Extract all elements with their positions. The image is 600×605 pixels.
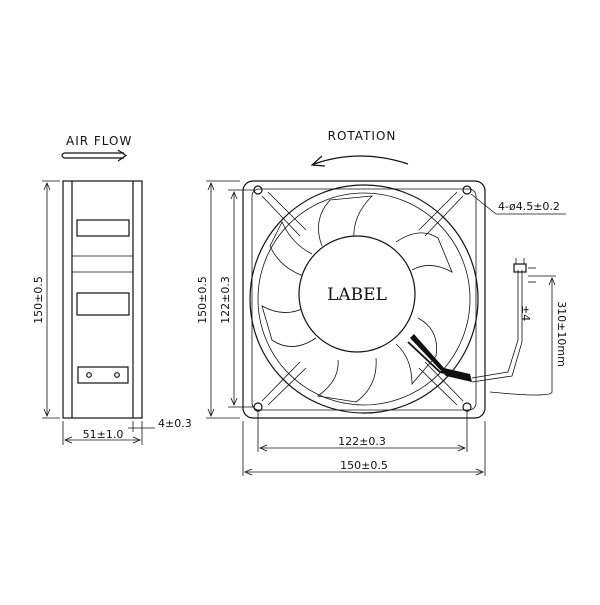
lead-small-dim: ±4 — [519, 305, 532, 321]
side-terminal-plate — [77, 366, 129, 384]
side-panel-1 — [76, 219, 130, 237]
mount-holes-dim: 4-ø4.5±0.2 — [498, 200, 560, 213]
fan-blade — [395, 317, 437, 386]
fan-frame-inner — [251, 188, 477, 411]
fan-blade — [269, 221, 313, 277]
fan-blade — [261, 305, 317, 347]
side-panel-2 — [76, 292, 130, 316]
side-height-dim: 150±0.5 — [32, 276, 45, 324]
terminal-screw-icon — [86, 372, 92, 378]
lead-wire-sleeve — [410, 334, 472, 382]
fan-hub — [298, 235, 416, 353]
rotation-arrow-icon — [310, 155, 326, 167]
hole-spacing-h-dim: 122±0.3 — [338, 435, 386, 448]
mounting-hole-icon — [462, 185, 472, 195]
fan-blade — [395, 232, 453, 273]
front-view: ROTATION LABEL — [196, 129, 568, 476]
fan-frame-outer — [242, 180, 486, 419]
hub-label: LABEL — [327, 285, 387, 305]
airflow-arrowhead-icon — [117, 149, 128, 162]
fan-blades — [261, 195, 453, 403]
fan-blade — [318, 195, 374, 247]
side-view: AIR FLOW 150±0.5 51±1.0 4±0.3 — [32, 134, 192, 445]
airflow-label: AIR FLOW — [66, 134, 132, 148]
hole-spacing-v-dim: 122±0.3 — [219, 276, 232, 324]
side-flange-dim: 4±0.3 — [158, 417, 192, 430]
side-depth-dim: 51±1.0 — [83, 428, 124, 441]
venturi-outer-ring — [249, 184, 479, 414]
front-height-dim: 150±0.5 — [196, 276, 209, 324]
fan-blade — [316, 357, 377, 403]
lead-length-dim: 310±10mm — [555, 301, 568, 367]
rotation-label: ROTATION — [328, 129, 397, 143]
wire-connector — [513, 263, 527, 273]
side-body-outline — [62, 180, 143, 419]
front-width-dim: 150±0.5 — [340, 459, 388, 472]
rotation-arc — [313, 155, 409, 165]
venturi-inner-ring — [257, 192, 471, 406]
terminal-screw-icon — [114, 372, 120, 378]
airflow-arrow-icon — [61, 152, 124, 159]
